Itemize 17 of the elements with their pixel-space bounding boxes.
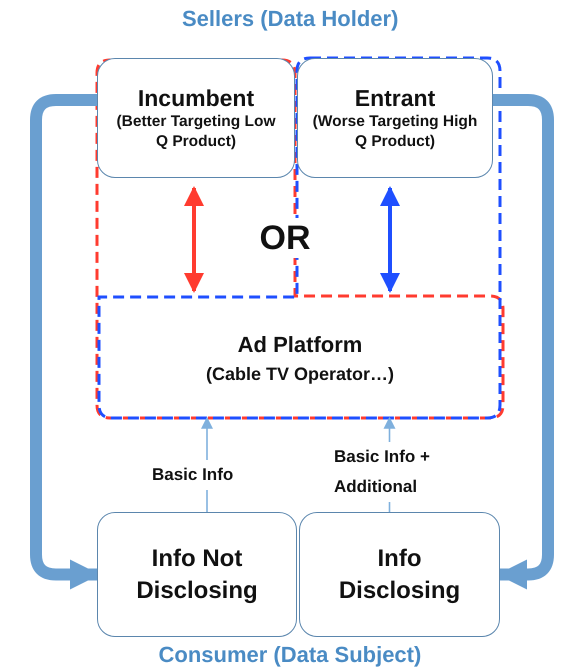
box-heading: Ad Platform [238, 331, 362, 358]
box-text: Info Not Disclosing [135, 544, 259, 606]
arrow [184, 186, 204, 293]
arrow [493, 94, 554, 590]
box-text: (Cable TV Operator…) [206, 364, 394, 384]
rounded-box [299, 512, 500, 637]
box-heading: Entrant [354, 84, 436, 112]
rounded-box [97, 58, 295, 178]
box-heading: Incumbent [138, 84, 254, 112]
rounded-box [297, 58, 493, 178]
or-label: OR [260, 218, 310, 258]
box-text: (Better Targeting Low Q Product) [115, 112, 277, 152]
box-text: Info Disclosing [338, 544, 462, 606]
arrow [380, 186, 400, 293]
box-text: (Worse Targeting High Q Product) [312, 112, 478, 152]
rounded-box [97, 512, 297, 637]
edge-label: Basic Info [150, 460, 236, 490]
